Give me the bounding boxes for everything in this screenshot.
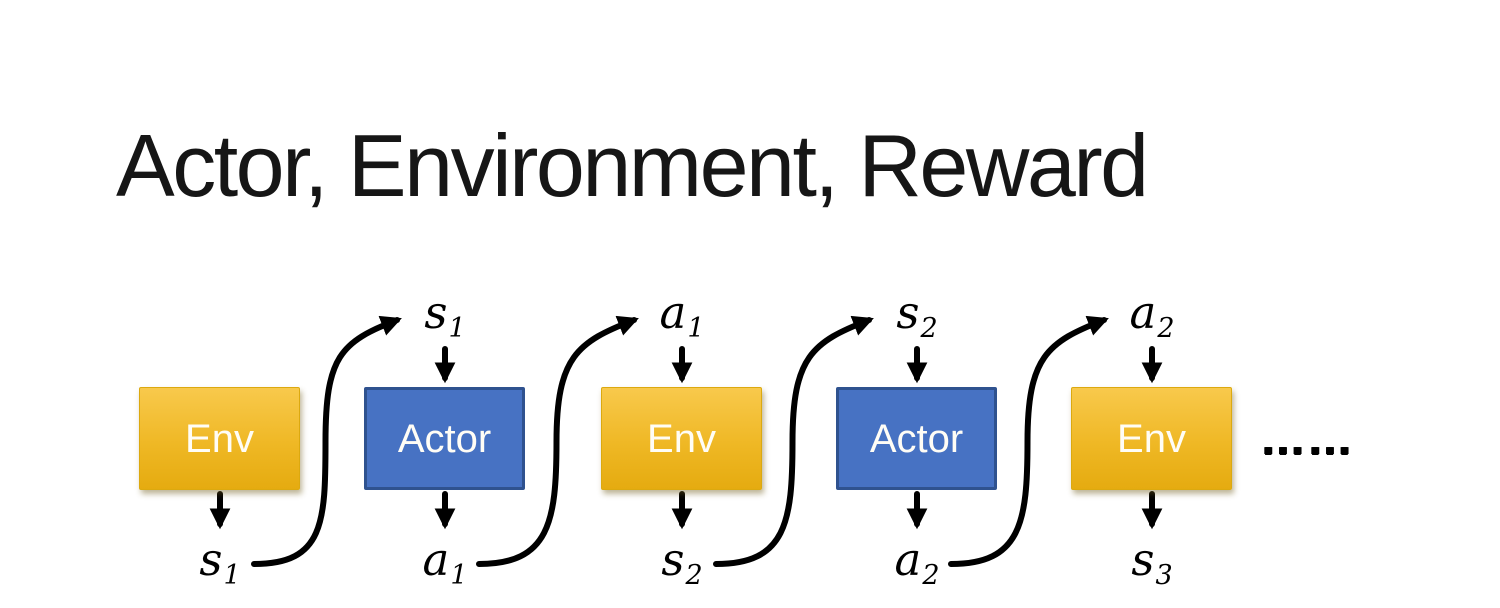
top-label-a2: a2 [1129, 286, 1175, 344]
env-box-2-label: Env [647, 416, 716, 461]
page-title: Actor, Environment, Reward [116, 116, 1149, 215]
actor-box-1: Actor [364, 387, 525, 490]
top-label-s2: s2 [896, 286, 938, 344]
actor-box-2: Actor [836, 387, 997, 490]
continuation-ellipsis: …… [1260, 412, 1354, 464]
bottom-label-s2: s2 [661, 533, 703, 591]
bottom-label-s3: s3 [1131, 533, 1173, 591]
top-label-s1: s1 [424, 286, 466, 344]
env-box-3-label: Env [1117, 416, 1186, 461]
bottom-label-a1: a1 [422, 533, 468, 591]
top-label-a1: a1 [659, 286, 705, 344]
env-box-3: Env [1071, 387, 1232, 490]
bottom-label-a2: a2 [894, 533, 940, 591]
bottom-label-s1: s1 [199, 533, 241, 591]
actor-box-2-label: Actor [869, 416, 964, 461]
actor-box-1-label: Actor [397, 416, 492, 461]
env-box-2: Env [601, 387, 762, 490]
env-box-1-label: Env [185, 416, 254, 461]
env-box-1: Env [139, 387, 300, 490]
